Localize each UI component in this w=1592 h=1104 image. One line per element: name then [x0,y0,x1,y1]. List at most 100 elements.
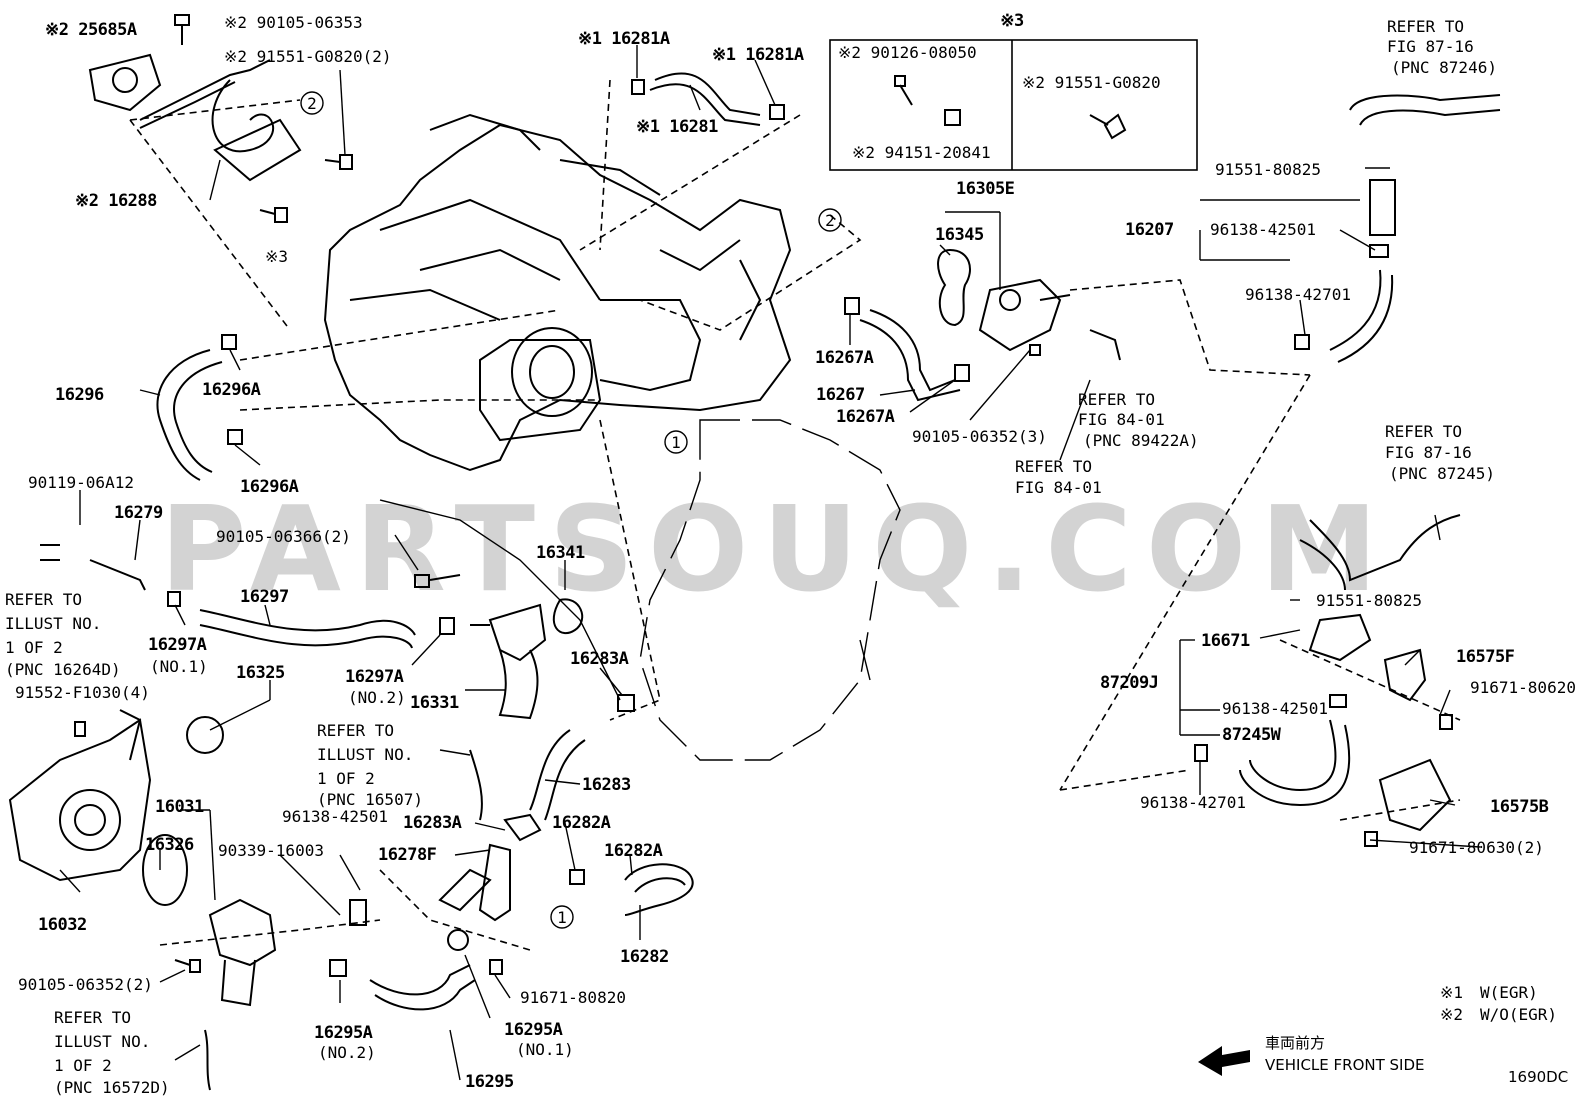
part-label: (NO.2) [348,688,406,707]
part-label: 16671 [1201,631,1250,651]
part-label: REFER TO [1015,457,1092,476]
hose-16283 [469,694,635,821]
part-label: 16341 [536,543,585,563]
part-label: ※3 [265,247,288,266]
part-label: 1 OF 2 [5,638,63,657]
part-label: 16207 [1125,220,1174,240]
part-label: 1 OF 2 [54,1056,112,1075]
part-label: 91552-F1030(4) [15,683,150,702]
water-inlet-16331 [470,598,584,720]
part-label: (PNC 87245) [1389,464,1495,483]
part-label: 91671-80620 [1470,678,1576,697]
part-label: 16267A [836,407,895,427]
part-label: 16575F [1456,647,1515,667]
part-label: ILLUST NO. [54,1032,150,1051]
hose-16267 [844,297,970,402]
part-label: 90105-06352(2) [18,975,153,994]
part-label: 16283A [403,813,462,833]
callout-2-upper-left [300,91,324,115]
inset-box [829,39,1198,171]
part-label: 87209J [1100,673,1158,693]
callout-1-lower [550,905,574,929]
part-label: 16267A [815,348,874,368]
part-label: 16325 [236,663,285,683]
bracket-16278f [438,813,585,922]
hose-16295 [329,929,503,1011]
callout-1-text: 1 [671,433,681,452]
inset-title: ※3 [1000,11,1024,31]
part-label: ※2 90126-08050 [838,43,977,62]
part-label: ※1 16281A [578,29,670,49]
part-label: (PNC 87246) [1391,58,1497,77]
part-label: FIG 84-01 [1015,478,1102,497]
legend-text: W(EGR) [1480,983,1538,1002]
legend-mark: ※2 [1440,1005,1463,1024]
part-label: 16575B [1490,797,1549,817]
callout-2-text: 2 [307,94,317,113]
part-label: 96138-42501 [282,807,388,826]
part-label: 16296 [55,385,104,405]
part-label: (PNC 16572D) [54,1078,170,1097]
engine-block-outline [323,113,792,472]
label-leader-lines [59,45,1481,1081]
part-labels: ※2 25685A ※2 90105-06353 ※2 91551-G0820(… [5,13,1576,1097]
thermostat-housing [174,898,367,1091]
part-label: (NO.1) [516,1040,574,1059]
part-label: 16297A [345,667,404,687]
part-label: 16279 [114,503,163,523]
part-label: 16295A [504,1020,563,1040]
watermark: PARTSOUQ.COM [160,480,1392,618]
part-label: FIG 84-01 [1078,410,1165,429]
part-label: 16296A [202,380,261,400]
part-label: 96138-42701 [1245,285,1351,304]
part-label: 87245W [1222,725,1282,745]
part-label: 16282A [604,841,663,861]
part-label: 90105-06352(3) [912,427,1047,446]
hose-16297 [40,544,461,649]
part-label: 96138-42501 [1222,699,1328,718]
part-label: 16297 [240,587,289,607]
part-label: ※1 16281A [712,45,804,65]
hose-16282 [624,863,694,916]
part-label: 16305E [956,179,1015,199]
callout-circles: 2 2 1 1 [300,91,842,929]
part-label: 16295 [465,1072,514,1092]
part-label: REFER TO [1387,17,1464,36]
legend-text: W/O(EGR) [1480,1005,1557,1024]
part-label: 16283 [582,775,631,795]
part-label: (PNC 16507) [317,790,423,809]
part-label: 16267 [816,385,865,405]
part-label: ※2 94151-20841 [852,143,991,162]
egr-pipe-assembly [88,53,302,182]
part-label: ILLUST NO. [5,614,101,633]
part-label: (PNC 16264D) [5,660,121,679]
bolt-icon [174,14,353,223]
part-label: ※2 16288 [75,191,157,211]
part-label: REFER TO [317,721,394,740]
front-marker-jp: 車両前方 [1265,1034,1325,1052]
part-label: 16295A [314,1023,373,1043]
part-label: 90105-06366(2) [216,527,351,546]
callout-1-center [664,430,688,454]
callout-2-text: 2 [825,211,835,230]
part-label: 16031 [155,797,204,817]
hose-16296 [156,334,243,481]
water-pump-16031 [8,709,224,906]
part-label: FIG 87-16 [1387,37,1474,56]
part-label: 16282A [552,813,611,833]
front-marker-en: VEHICLE FRONT SIDE [1265,1056,1425,1074]
part-label: 16283A [570,649,629,669]
part-label: 16297A [148,635,207,655]
part-label: ※2 90105-06353 [224,13,363,32]
part-label: 96138-42501 [1210,220,1316,239]
part-label: 16345 [935,225,984,245]
part-label: 16331 [410,693,459,713]
part-label: ILLUST NO. [317,745,413,764]
transmission-outline [379,419,901,761]
hose-87245w [1194,514,1461,807]
hose-16207 [1294,94,1501,363]
bracket-16575 [1364,648,1453,847]
part-label: FIG 87-16 [1385,443,1472,462]
part-label: 91671-80630(2) [1409,838,1544,857]
